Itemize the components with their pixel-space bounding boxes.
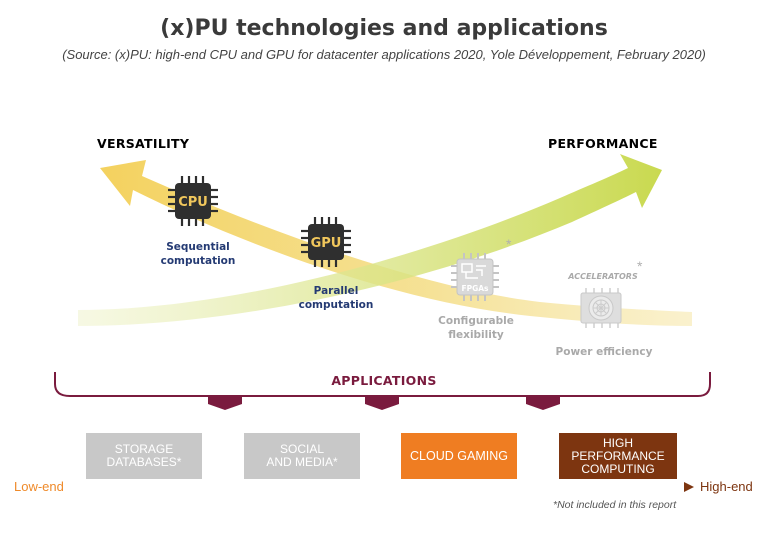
brace-tab-3 [526, 396, 560, 410]
source-citation: (Source: (x)PU: high-end CPU and GPU for… [62, 47, 706, 62]
application-storage-databases: STORAGE DATABASES* [86, 433, 202, 479]
brace-tab-1 [208, 396, 242, 410]
low-end-label: Low-end [14, 479, 64, 494]
cpu-chip-icon: CPU [168, 176, 218, 226]
fpga-caption: Configurable flexibility [438, 315, 514, 341]
accelerators-label: ACCELERATORS [568, 272, 638, 281]
gpu-chip-icon: GPU [301, 217, 351, 267]
cpu-caption: Sequential computation [160, 241, 236, 267]
scale-arrowhead [684, 482, 694, 492]
page-title: (x)PU technologies and applications [160, 16, 608, 41]
application-high-performance-computing: HIGH PERFORMANCE COMPUTING [559, 433, 677, 479]
footnote: *Not included in this report [553, 499, 677, 511]
versatility-label: VERSATILITY [97, 136, 190, 151]
high-end-label: High-end [700, 479, 753, 494]
performance-label: PERFORMANCE [548, 136, 658, 151]
brace-tab-2 [365, 396, 399, 410]
gpu-caption: Parallel computation [298, 285, 374, 311]
gpu-chip-label: GPU [311, 236, 342, 251]
versatility-arrow [100, 160, 692, 326]
fpga-chip-label: FPGAs [461, 284, 489, 293]
accelerators-caption: Power efficiency [555, 346, 653, 358]
applications-heading: APPLICATIONS [331, 373, 437, 388]
performance-arrow [78, 154, 662, 326]
application-social-and-media: SOCIAL AND MEDIA* [244, 433, 360, 479]
cpu-chip-label: CPU [178, 195, 208, 210]
accelerator-fan-icon [580, 288, 622, 328]
accelerators-asterisk: * [637, 258, 643, 274]
fpga-asterisk: * [506, 236, 512, 252]
application-cloud-gaming: CLOUD GAMING [401, 433, 517, 479]
fpga-chip-icon: FPGAs [451, 253, 499, 301]
